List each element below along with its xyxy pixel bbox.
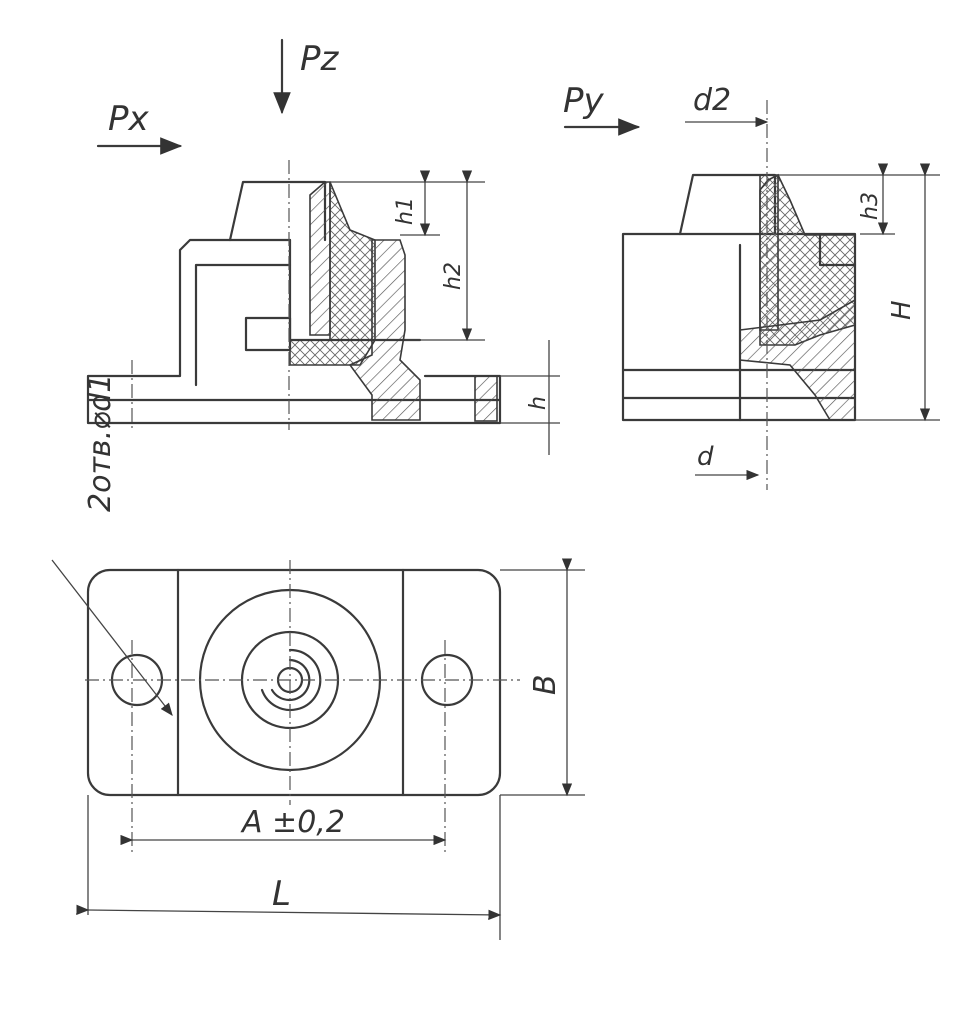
front-plate-section bbox=[474, 375, 498, 422]
front-base-plate bbox=[86, 238, 502, 425]
front-rubber-element bbox=[289, 181, 376, 366]
force-px: Px bbox=[96, 99, 183, 155]
side-sleeve bbox=[759, 173, 779, 331]
label-py: Py bbox=[563, 81, 605, 121]
label-px: Px bbox=[108, 99, 150, 139]
label-h1: h1 bbox=[393, 197, 418, 225]
label-d2: d2 bbox=[693, 83, 731, 118]
label-B: B bbox=[528, 674, 563, 695]
top-view bbox=[51, 558, 585, 940]
front-bracket-inner bbox=[194, 263, 292, 387]
label-pz: Pz bbox=[300, 39, 340, 79]
top-spiral bbox=[260, 648, 322, 712]
label-A: A ±0,2 bbox=[240, 805, 345, 840]
label-d: d bbox=[697, 442, 714, 472]
front-outer-ring bbox=[348, 239, 421, 421]
label-holes: 2отв.⌀d1 bbox=[83, 374, 118, 512]
side-lower-ring bbox=[739, 298, 856, 421]
force-pz: Pz bbox=[273, 38, 340, 115]
front-sleeve bbox=[309, 181, 331, 336]
force-py: Py bbox=[563, 81, 641, 136]
label-L: L bbox=[272, 874, 291, 914]
top-base-outline bbox=[86, 568, 502, 797]
label-h3: h3 bbox=[858, 192, 883, 220]
label-H: H bbox=[887, 300, 917, 320]
label-h2: h2 bbox=[441, 262, 466, 290]
front-pin bbox=[244, 316, 292, 352]
front-view bbox=[86, 160, 560, 455]
side-view bbox=[621, 100, 940, 490]
label-h: h bbox=[526, 396, 551, 410]
